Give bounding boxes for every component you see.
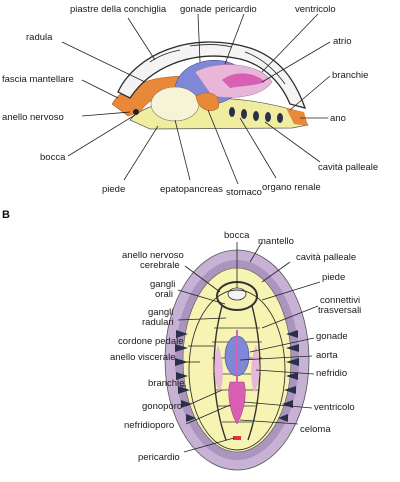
diagram-b-ventral-view bbox=[164, 249, 310, 471]
atrium-organ bbox=[222, 73, 265, 88]
label-celoma: celoma bbox=[300, 424, 331, 435]
label-piede-b: piede bbox=[322, 272, 345, 283]
diagram-a-leaders bbox=[61, 13, 331, 185]
label-ventricolo-a: ventricolo bbox=[295, 4, 336, 15]
label-pericardio-b: pericardio bbox=[138, 452, 180, 463]
ventricle-b bbox=[228, 381, 246, 425]
gills-right bbox=[278, 330, 299, 422]
label-bocca-a: bocca bbox=[40, 152, 66, 163]
label-branchie-a: branchie bbox=[332, 70, 368, 81]
label-piede-a: piede bbox=[102, 184, 125, 195]
label-fascia: fascia mantellare bbox=[2, 74, 74, 85]
label-gonade-a: gonade bbox=[180, 4, 212, 15]
label-gangli-orali-2: orali bbox=[155, 289, 173, 300]
label-anello-viscerale: anello viscerale bbox=[110, 352, 175, 363]
shell-plate-line bbox=[244, 51, 286, 85]
label-gonoporo: gonoporo bbox=[142, 401, 182, 412]
label-mantello: mantello bbox=[258, 236, 294, 247]
gill-row bbox=[229, 107, 283, 123]
label-atrio: atrio bbox=[333, 36, 351, 47]
diagram-b-labels: bocca mantello anello nervoso cerebrale … bbox=[110, 230, 361, 463]
diagram-b-leaders bbox=[177, 241, 321, 453]
hepatopancreas-organ bbox=[150, 86, 200, 122]
label-cavita-a: cavità palleale bbox=[318, 162, 378, 173]
label-ventricolo-b: ventricolo bbox=[314, 402, 355, 413]
diagram-a-labels: piastre della conchiglia gonade pericard… bbox=[2, 4, 378, 198]
anus-b bbox=[233, 436, 241, 440]
label-cordone-pedale: cordone pedale bbox=[118, 336, 184, 347]
mantle-edge-right bbox=[286, 108, 308, 126]
label-bocca-b: bocca bbox=[224, 230, 250, 241]
shell-plate-line bbox=[149, 49, 181, 63]
label-connettivi-2: trasversali bbox=[318, 305, 361, 316]
label-cavita-b: cavità palleale bbox=[296, 252, 356, 263]
shell-plate-line bbox=[189, 44, 233, 48]
label-piastre: piastre della conchiglia bbox=[70, 4, 167, 15]
label-radula: radula bbox=[26, 32, 53, 43]
label-nefridioporo: nefridioporo bbox=[124, 420, 174, 431]
label-gangli-orali-1: gangli bbox=[150, 279, 175, 290]
mouth-point bbox=[133, 109, 139, 115]
label-pericardio-a: pericardio bbox=[215, 4, 257, 15]
label-epatopancreas: epatopancreas bbox=[160, 184, 223, 195]
label-connettivi-1: connettivi bbox=[320, 295, 360, 306]
label-organo-renale: organo renale bbox=[262, 182, 321, 193]
label-gangli-radulari-2: radulari bbox=[142, 317, 174, 328]
stomach-organ bbox=[195, 92, 220, 111]
label-nefridio: nefridio bbox=[316, 368, 347, 379]
nephridium-right bbox=[251, 345, 260, 392]
visceral-ring bbox=[188, 289, 286, 451]
nephridium-left bbox=[214, 345, 223, 392]
label-anello-nervoso-b1: anello nervoso bbox=[122, 250, 184, 261]
label-anello-nervoso-b2: cerebrale bbox=[140, 260, 180, 271]
label-anello-nervoso-a: anello nervoso bbox=[2, 112, 64, 123]
label-gonade-b: gonade bbox=[316, 331, 348, 342]
pedal-cords bbox=[213, 305, 261, 441]
label-branchie-b: branchie bbox=[148, 378, 184, 389]
label-gangli-radulari-1: gangli bbox=[148, 307, 173, 318]
label-ano: ano bbox=[330, 113, 346, 124]
gills-left bbox=[175, 330, 196, 422]
label-aorta: aorta bbox=[316, 350, 338, 361]
label-stomaco: stomaco bbox=[226, 187, 262, 198]
diagram-a-lateral-view bbox=[111, 41, 309, 130]
section-b-label: B bbox=[2, 209, 10, 221]
